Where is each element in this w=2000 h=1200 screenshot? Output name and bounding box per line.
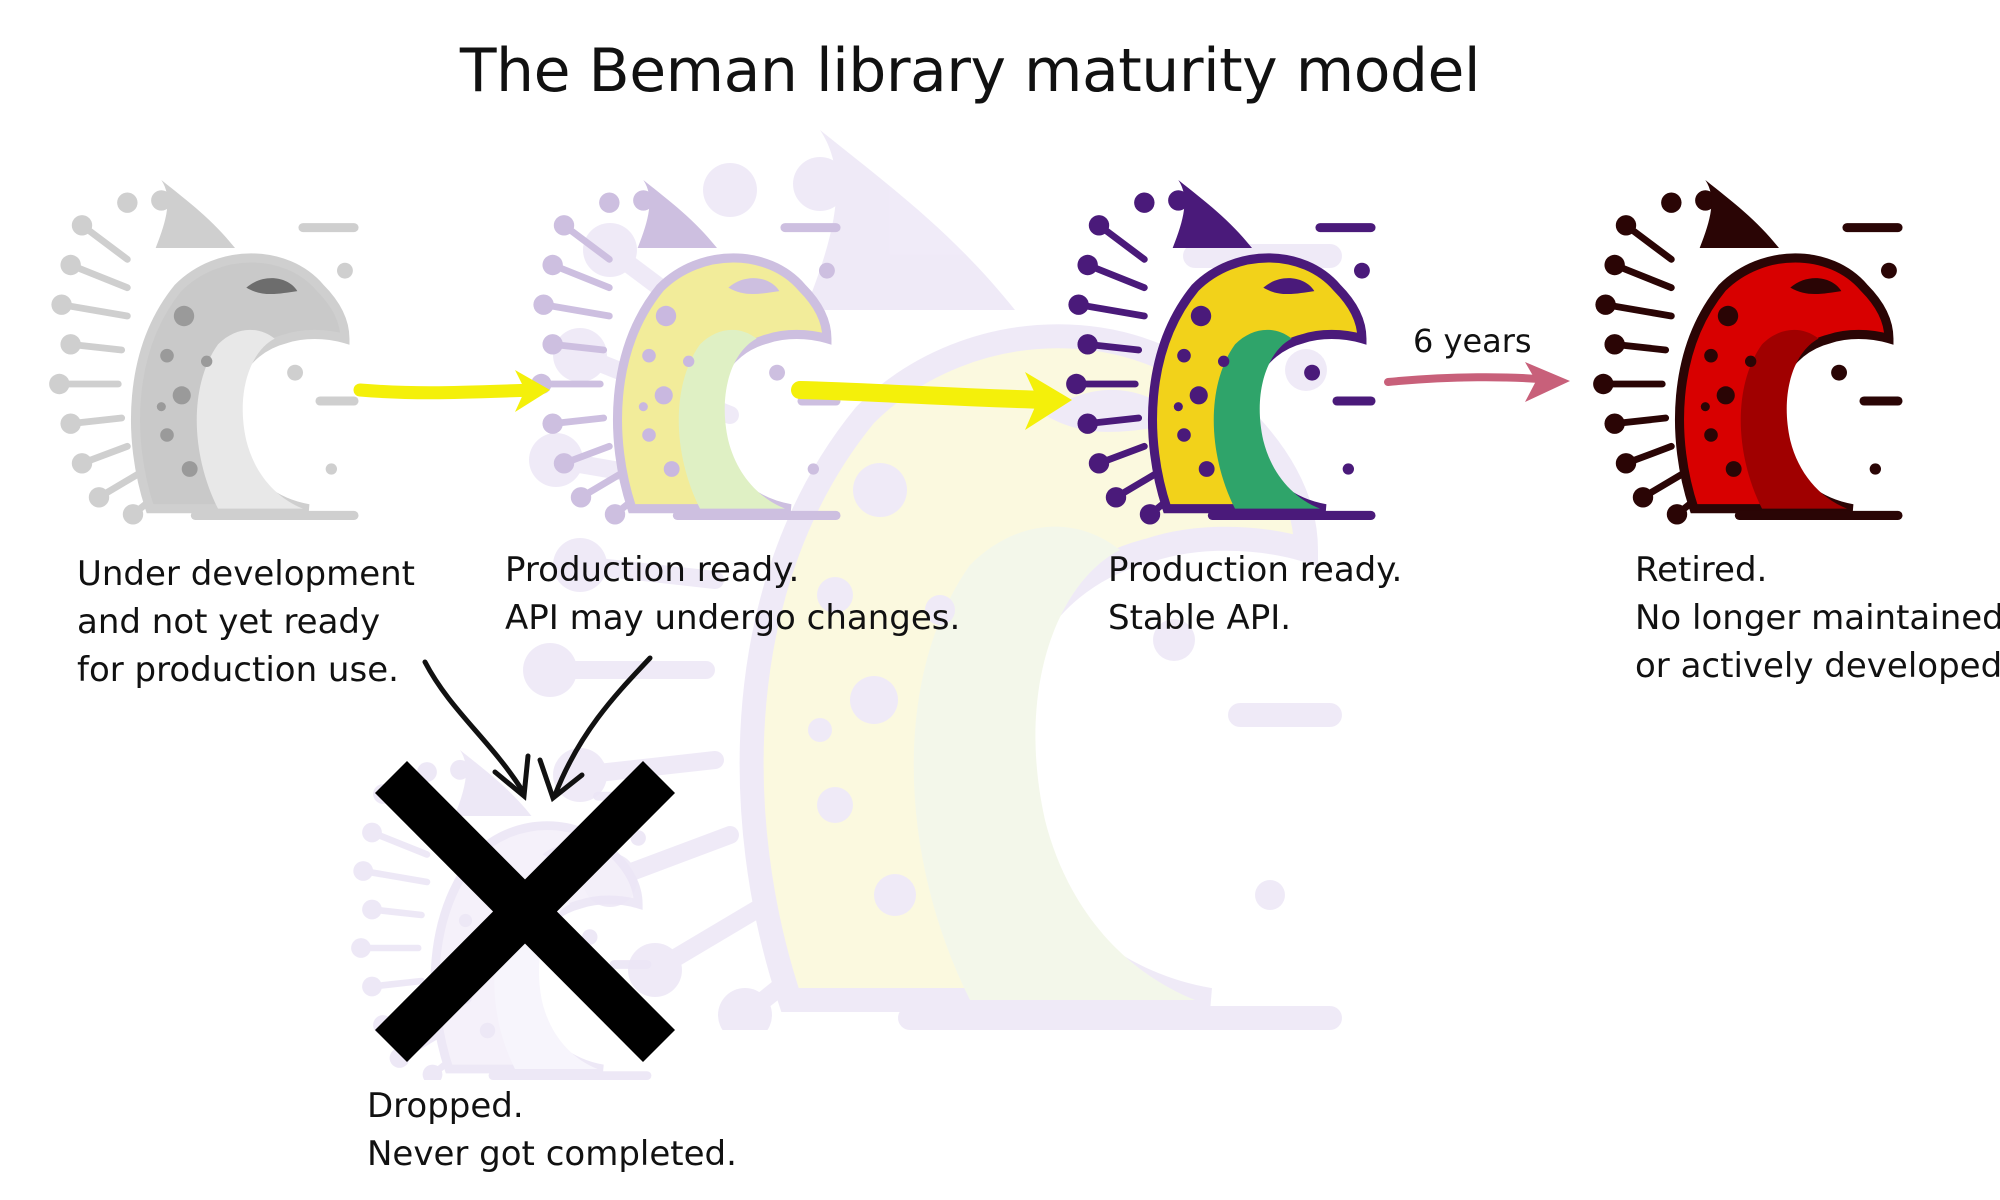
dragon-horn	[1699, 180, 1779, 248]
arrow-stable-to-retired	[1384, 362, 1570, 402]
arrows-to-dropped	[422, 655, 653, 803]
dragon-spots	[156, 305, 213, 477]
caption-line: Stable API.	[1108, 598, 1292, 638]
dragon-logo-production-ready-stable	[1066, 180, 1376, 525]
dashes	[1207, 223, 1376, 520]
dragon-belly	[196, 329, 303, 509]
dashes	[672, 223, 841, 520]
dragon-belly	[678, 329, 785, 509]
dragon-logo-retired	[1593, 180, 1903, 525]
stage-caption-retired: Retired. No longer maintained or activel…	[1635, 546, 2000, 690]
dragon-horn	[454, 750, 532, 816]
stage-caption-under-development: Under development and not yet ready for …	[77, 550, 415, 694]
caption-line: No longer maintained	[1635, 598, 2000, 638]
dragon-spots	[808, 463, 955, 916]
stage-caption-dropped: Dropped. Never got completed.	[367, 1082, 737, 1178]
dragon-belly	[1740, 329, 1847, 509]
caption-line: API may undergo changes.	[505, 598, 961, 638]
dragon-glyph	[49, 180, 359, 525]
dragon-belly	[1213, 329, 1320, 509]
dashes	[190, 223, 359, 520]
dragon-eye	[1790, 278, 1842, 295]
dropped-cross-icon	[375, 761, 675, 1062]
caption-line: and not yet ready	[77, 602, 381, 642]
caption-line: Production ready.	[505, 550, 800, 590]
dragon-eye	[246, 278, 298, 295]
caption-line: Under development	[77, 554, 416, 594]
circuit-nodes	[1066, 190, 1189, 525]
circuit-nodes	[1593, 190, 1716, 525]
dragon-glyph	[1593, 180, 1903, 525]
dragon-horn	[805, 130, 1015, 310]
dragon-spots	[1173, 305, 1230, 477]
dragon-horn	[155, 180, 235, 248]
dragon-horn	[1172, 180, 1252, 248]
caption-line: or actively developed.	[1635, 646, 2000, 686]
circuit-nodes	[49, 190, 172, 525]
stage-caption-production-ready-api-changes: Production ready. API may undergo change…	[505, 546, 960, 642]
caption-line: Production ready.	[1108, 550, 1403, 590]
arrow-api-changes-to-stable	[791, 372, 1072, 430]
diagram-title: The Beman library maturity model	[459, 36, 1481, 106]
arrow-under-development-to-api-changes	[353, 370, 550, 412]
caption-line: for production use.	[77, 650, 399, 690]
dragon-eye	[1263, 278, 1315, 295]
caption-line: Dropped.	[367, 1086, 524, 1126]
stage-caption-production-ready-stable: Production ready. Stable API.	[1108, 546, 1402, 642]
dragon-horn	[637, 180, 717, 248]
caption-line: Retired.	[1635, 550, 1768, 590]
caption-line: Never got completed.	[367, 1134, 737, 1174]
dashes	[1734, 223, 1903, 520]
dragon-spots	[1700, 305, 1757, 477]
transition-label-6-years: 6 years	[1413, 322, 1532, 360]
dragon-glyph	[1066, 180, 1376, 525]
dragon-eye	[728, 278, 780, 295]
dragon-belly	[913, 526, 1195, 1000]
dragon-spots	[638, 305, 695, 477]
dragon-logo-under-development	[49, 180, 359, 525]
